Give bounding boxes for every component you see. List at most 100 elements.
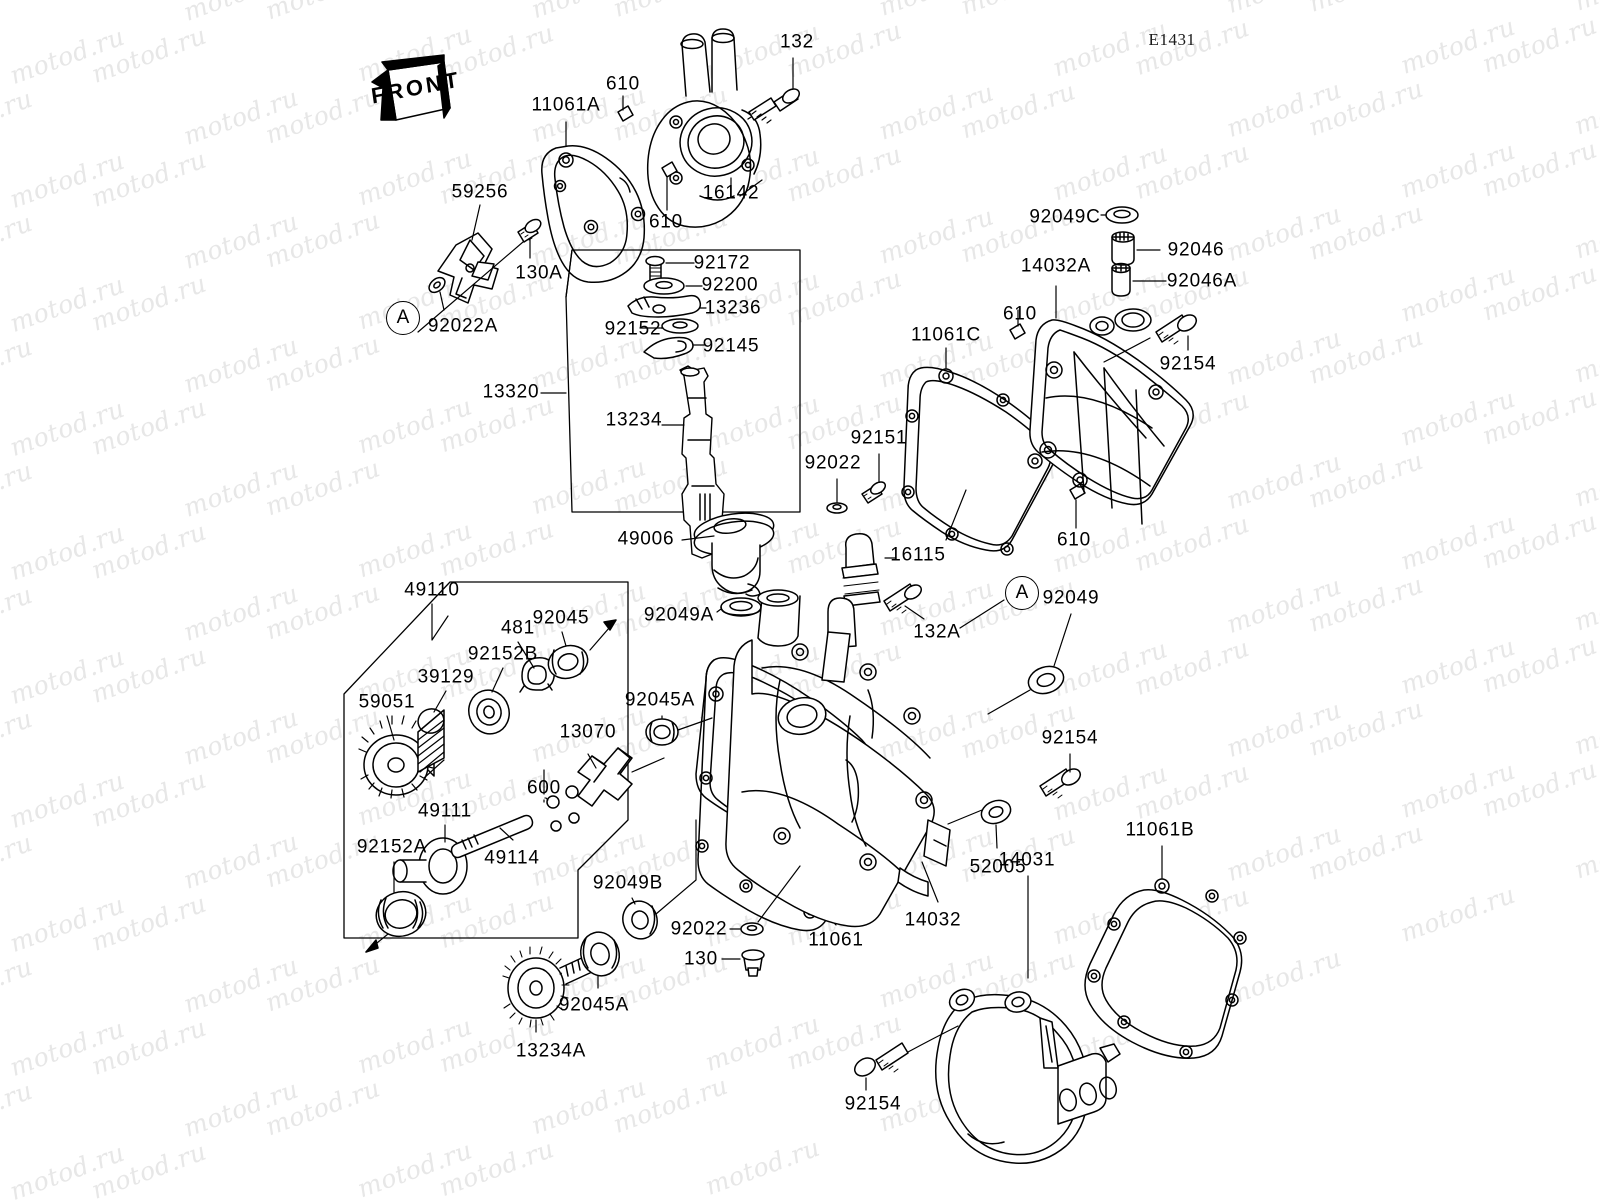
part-92045A-bearing-bottom xyxy=(580,931,620,977)
part-92022A-washer xyxy=(428,276,446,294)
part-number-92154[interactable]: 92154 xyxy=(1159,353,1217,375)
part-number-11061C[interactable]: 11061C xyxy=(911,324,981,346)
part-number-13320[interactable]: 13320 xyxy=(482,381,540,403)
part-number-92154[interactable]: 92154 xyxy=(844,1093,902,1115)
part-92154-bolt-right2 xyxy=(1039,768,1082,799)
part-number-13070[interactable]: 13070 xyxy=(559,721,617,743)
part-92049-oilseal-right xyxy=(1027,665,1065,695)
part-92045-bearing xyxy=(547,644,589,680)
part-number-16115[interactable]: 16115 xyxy=(890,544,946,566)
part-14032-engine-cover xyxy=(725,589,951,928)
part-number-13234A[interactable]: 13234A xyxy=(515,1040,587,1062)
part-92145-spring xyxy=(643,336,694,360)
part-number-59051[interactable]: 59051 xyxy=(358,691,416,713)
reference-marker-a[interactable]: A xyxy=(386,301,420,335)
part-number-49114[interactable]: 49114 xyxy=(484,847,540,869)
part-number-130A[interactable]: 130A xyxy=(515,262,563,284)
part-number-11061[interactable]: 11061 xyxy=(808,929,864,951)
part-number-92152[interactable]: 92152 xyxy=(604,318,662,340)
part-481-circlip xyxy=(519,657,555,693)
part-92049A-oilseal xyxy=(720,597,762,617)
part-39129-spring xyxy=(417,708,445,779)
part-14031-cover xyxy=(935,988,1121,1165)
part-number-600[interactable]: 600 xyxy=(526,777,562,799)
part-number-610[interactable]: 610 xyxy=(648,211,684,233)
part-11061B-gasket xyxy=(1084,878,1247,1059)
part-92152B-washer xyxy=(468,689,510,735)
part-11061C-gasket xyxy=(901,366,1057,556)
part-number-92045A[interactable]: 92045A xyxy=(624,689,696,711)
part-number-92022[interactable]: 92022 xyxy=(670,918,728,940)
part-number-14032A[interactable]: 14032A xyxy=(1020,255,1092,277)
part-92154-bolt-right xyxy=(1103,314,1198,363)
part-number-92152B[interactable]: 92152B xyxy=(467,643,539,665)
part-130-bolt-bottom xyxy=(741,949,765,977)
part-number-92049B[interactable]: 92049B xyxy=(592,872,664,894)
part-59256-impeller xyxy=(437,232,499,304)
reference-marker-a[interactable]: A xyxy=(1005,576,1039,610)
part-92152A-seal xyxy=(375,890,427,938)
part-number-610[interactable]: 610 xyxy=(1056,529,1092,551)
part-number-92046A[interactable]: 92046A xyxy=(1166,270,1238,292)
part-number-59256[interactable]: 59256 xyxy=(451,181,509,203)
part-number-610[interactable]: 610 xyxy=(605,73,641,95)
part-92046-bushing xyxy=(1111,231,1135,266)
part-number-92145[interactable]: 92145 xyxy=(702,335,760,357)
part-132A-bolt xyxy=(883,583,923,614)
part-600-balls xyxy=(546,785,580,832)
part-number-92151[interactable]: 92151 xyxy=(850,427,908,449)
part-92172-screw xyxy=(645,255,665,287)
part-49006-pump-body xyxy=(693,512,775,597)
part-number-49111[interactable]: 49111 xyxy=(417,800,473,822)
part-92022-washer-b xyxy=(826,502,848,514)
part-number-16142[interactable]: 16142 xyxy=(702,182,760,204)
part-16115-cap xyxy=(841,532,881,607)
part-49114-pin xyxy=(450,814,534,859)
part-number-92045A[interactable]: 92045A xyxy=(558,994,630,1016)
part-number-13236[interactable]: 13236 xyxy=(704,297,762,319)
part-number-92049C[interactable]: 92049C xyxy=(1029,206,1101,228)
part-92049B-seal xyxy=(622,900,658,940)
part-92046A-bushing xyxy=(1111,262,1131,297)
part-130A-bolt xyxy=(517,218,542,243)
part-49111-flange xyxy=(392,837,468,895)
part-number-49110[interactable]: 49110 xyxy=(404,579,460,601)
part-92152-washer xyxy=(661,318,699,334)
part-number-13234[interactable]: 13234 xyxy=(605,409,663,431)
part-92045A-bearing-right xyxy=(645,718,679,746)
part-number-52005[interactable]: 52005 xyxy=(969,856,1027,878)
part-number-14031[interactable]: 14031 xyxy=(998,849,1056,871)
part-number-92049A[interactable]: 92049A xyxy=(643,604,715,626)
front-direction-marker: FRONT xyxy=(369,66,463,109)
part-13236-lever xyxy=(627,294,702,318)
part-92049C-oilseal xyxy=(1105,206,1139,224)
part-number-132[interactable]: 132 xyxy=(779,31,815,53)
part-number-92045[interactable]: 92045 xyxy=(532,607,590,629)
part-number-11061B[interactable]: 11061B xyxy=(1125,819,1195,841)
part-92022-washer-bottom xyxy=(740,922,764,936)
part-number-92049[interactable]: 92049 xyxy=(1042,587,1100,609)
part-number-92172[interactable]: 92172 xyxy=(693,252,751,274)
part-number-39129[interactable]: 39129 xyxy=(417,666,475,688)
part-number-92154[interactable]: 92154 xyxy=(1041,727,1099,749)
part-number-130[interactable]: 130 xyxy=(683,948,719,970)
part-number-610[interactable]: 610 xyxy=(1002,303,1038,325)
part-92154-bolt-bottom xyxy=(854,1025,959,1077)
part-14032A-clutch-cover xyxy=(1029,308,1194,525)
part-number-92200[interactable]: 92200 xyxy=(701,274,759,296)
part-132-bolt xyxy=(747,88,801,124)
part-number-49006[interactable]: 49006 xyxy=(617,528,675,550)
part-number-92022A[interactable]: 92022A xyxy=(427,315,499,337)
part-number-92022[interactable]: 92022 xyxy=(804,452,862,474)
part-number-11061A[interactable]: 11061A xyxy=(531,94,601,116)
part-number-14032[interactable]: 14032 xyxy=(904,909,962,931)
part-92200-washer xyxy=(643,277,685,295)
part-92151-plug xyxy=(861,481,887,504)
part-52005-seal xyxy=(980,799,1012,825)
box-13320 xyxy=(565,249,801,513)
part-number-92046[interactable]: 92046 xyxy=(1167,239,1225,261)
part-number-92152A[interactable]: 92152A xyxy=(356,836,428,858)
part-number-481[interactable]: 481 xyxy=(500,617,536,639)
part-number-132A[interactable]: 132A xyxy=(913,621,961,643)
